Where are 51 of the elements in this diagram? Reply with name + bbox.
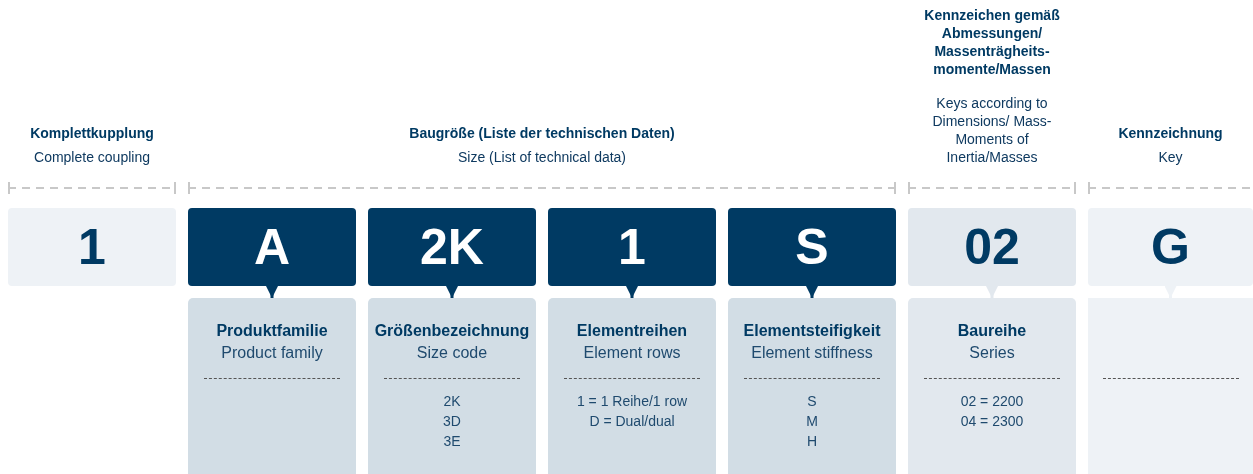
arrow (266, 286, 278, 298)
card-heading: Größenbezeichnung (374, 321, 530, 341)
card-subheading: Product family (221, 343, 323, 363)
code-value: 04 = 2300 (960, 412, 1024, 431)
code-value: 3D (443, 412, 461, 431)
description-card (728, 298, 896, 474)
arrow (626, 286, 638, 298)
code-letter: 2K (420, 219, 484, 275)
code-value: 2K (443, 392, 461, 411)
group-subheading: Keys according to Dimensions/ Mass-Moments of Inertia/Masses (931, 94, 1053, 166)
arrow (806, 286, 818, 298)
card-heading: Produktfamilie (216, 321, 328, 341)
code-letter: A (253, 219, 291, 275)
description-card (188, 298, 356, 474)
card-subheading: Element stiffness (751, 343, 873, 363)
description-card (368, 298, 536, 474)
group-subheading: Size (List of technical data) (456, 148, 628, 166)
code-value: 3E (443, 432, 461, 451)
code-value: 02 = 2200 (960, 392, 1024, 411)
code-box (368, 208, 536, 286)
arrow (986, 286, 998, 298)
code-letter: G (1151, 219, 1190, 275)
group-subheading: Complete coupling (33, 148, 151, 166)
group-heading: Baugröße (Liste der technischen Daten) (408, 124, 676, 142)
code-value: H (806, 432, 818, 451)
code-value: D = Dual/dual (589, 412, 675, 431)
card-subheading: Size code (416, 343, 488, 363)
code-value: 1 = 1 Reihe/1 row (576, 392, 688, 411)
group-subheading: Key (1157, 148, 1184, 166)
description-card (908, 298, 1076, 474)
card-subheading: Element rows (583, 343, 681, 363)
group-heading: Kennzeichen gemäß Abmessungen/ Massenträgheits- momente/Massen (923, 6, 1061, 78)
code-letter: 1 (618, 219, 646, 275)
card-subheading: Series (969, 343, 1015, 363)
code-box (728, 208, 896, 286)
group-heading: Kennzeichnung (1117, 124, 1224, 142)
code-letter: 02 (964, 219, 1020, 275)
code-letter: S (795, 219, 829, 275)
code-value: M (806, 412, 818, 431)
group-heading: Komplettkupplung (29, 124, 155, 142)
card-heading: Baureihe (957, 321, 1027, 341)
code-box (548, 208, 716, 286)
code-value: S (807, 392, 817, 411)
code-letter: 1 (78, 219, 106, 275)
card-heading: Elementreihen (576, 321, 688, 341)
code-box (908, 208, 1076, 286)
description-card (1088, 298, 1253, 474)
card-heading: Elementsteifigkeit (743, 321, 881, 341)
code-box (188, 208, 356, 286)
arrow (446, 286, 458, 298)
description-card (548, 298, 716, 474)
